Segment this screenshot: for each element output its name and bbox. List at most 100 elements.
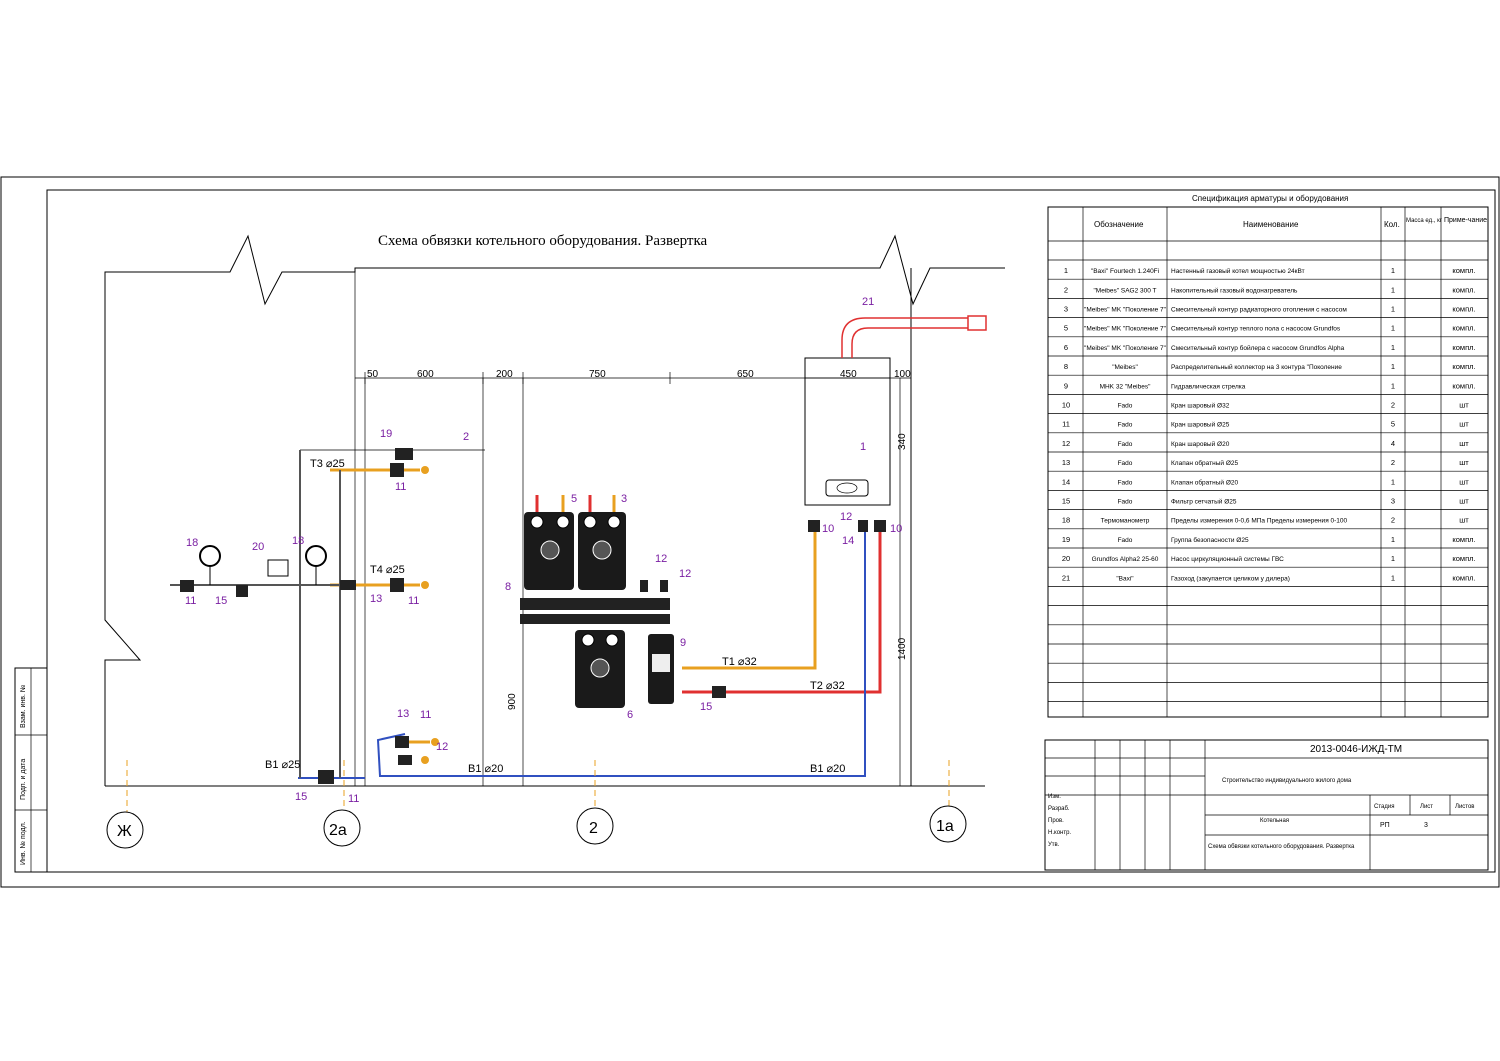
- spec-cell-qty: 1: [1391, 266, 1395, 275]
- dim-600: 600: [417, 369, 434, 380]
- dim-50: 50: [367, 369, 379, 380]
- callout-labels: 1 2 3 5 6 8 9 10 10 11 11 11 11 11 12 12…: [185, 296, 902, 805]
- label-t2: T2 ⌀32: [810, 680, 845, 692]
- spec-cell-name: Фильтр сетчатый Ø25: [1171, 497, 1237, 505]
- spec-cell-name: Настенный газовый котел мощностью 24кВт: [1171, 267, 1305, 275]
- spec-cell-n: 20: [1062, 554, 1070, 563]
- axis-2: 2: [589, 820, 598, 837]
- spec-cell-code: MHK 32 "Meibes": [1100, 383, 1152, 390]
- spec-cell-n: 9: [1064, 381, 1068, 390]
- spec-cell-n: 6: [1064, 343, 1068, 352]
- callout-1: 1: [860, 441, 866, 453]
- label-t1: T1 ⌀32: [722, 656, 757, 668]
- spec-cell-code: "Meibes" MK "Поколение 7": [1084, 326, 1167, 333]
- spec-cell-name: Газоход (закупается целиком у дилера): [1171, 575, 1290, 582]
- spec-cell-n: 14: [1062, 477, 1070, 486]
- spec-cell-qty: 1: [1391, 477, 1395, 486]
- side-label-3: Инв. № подл.: [20, 821, 27, 865]
- label-b1-20a: B1 ⌀20: [468, 763, 503, 775]
- callout-12d: 12: [436, 741, 448, 753]
- spec-cell-note: компл.: [1452, 266, 1475, 275]
- stamp-sheets-label: Листов: [1455, 804, 1475, 810]
- callout-11c: 11: [185, 595, 196, 607]
- side-label-2: Подп. и дата: [20, 759, 27, 800]
- stamp-object: Строительство индивидуального жилого дом…: [1222, 778, 1352, 784]
- spec-cell-name: Клапан обратный Ø25: [1171, 459, 1238, 467]
- mixing-module-3: [578, 495, 626, 590]
- collector: [520, 598, 670, 624]
- callout-8: 8: [505, 581, 511, 593]
- spec-cell-n: 12: [1062, 439, 1070, 448]
- spec-cell-code: "Meibes": [1112, 364, 1138, 371]
- stamp-role-4: Н.контр.: [1048, 830, 1071, 836]
- spec-h-code: Обозначение: [1094, 220, 1144, 229]
- spec-cell-note: компл.: [1452, 343, 1475, 352]
- mixing-module-5: [524, 495, 574, 590]
- stamp-sheet-title: Схема обвязки котельного оборудования. Р…: [1208, 844, 1355, 850]
- stamp-section: Котельная: [1260, 818, 1289, 824]
- callout-11e: 11: [348, 793, 359, 805]
- label-t3: T3 ⌀25: [310, 458, 345, 470]
- spec-cell-n: 11: [1062, 420, 1070, 429]
- spec-h-name: Наименование: [1243, 220, 1299, 229]
- spec-cell-n: 2: [1064, 285, 1068, 294]
- hydraulic-separator: [648, 634, 674, 704]
- callout-5: 5: [571, 493, 577, 505]
- callout-15c: 15: [295, 791, 307, 803]
- spec-cell-code: Fado: [1118, 537, 1133, 544]
- spec-cell-name: Пределы измерения 0-0,6 МПа Пределы изме…: [1171, 518, 1348, 525]
- spec-cell-note: шт: [1459, 516, 1469, 525]
- spec-cell-qty: 3: [1391, 496, 1395, 505]
- outer-frame: [0, 176, 1500, 888]
- callout-2: 2: [463, 431, 469, 443]
- spec-cell-note: компл.: [1452, 362, 1475, 371]
- side-label-1: Взам. инв. №: [20, 685, 27, 728]
- valves: [180, 448, 886, 784]
- spec-cell-qty: 1: [1391, 362, 1395, 371]
- spec-cell-note: компл.: [1452, 381, 1475, 390]
- callout-11a: 11: [395, 481, 406, 493]
- spec-cell-name: Смесительный контур теплого пола с насос…: [1171, 325, 1341, 333]
- gauges: [199, 545, 327, 585]
- callout-12a: 12: [655, 553, 667, 565]
- spec-cell-note: шт: [1459, 458, 1469, 467]
- callout-12c: 12: [840, 511, 852, 523]
- drawing-title: Схема обвязки котельного оборудования. Р…: [378, 233, 708, 249]
- spec-caption: Спецификация арматуры и оборудования: [1192, 194, 1348, 203]
- return-pipes: [682, 520, 882, 694]
- spec-cell-note: шт: [1459, 496, 1469, 505]
- axis-2a: 2а: [329, 822, 347, 839]
- dim-450: 450: [840, 369, 857, 380]
- spec-cell-note: шт: [1459, 420, 1469, 429]
- spec-cell-n: 15: [1062, 496, 1070, 505]
- callout-15a: 15: [215, 595, 227, 607]
- spec-cell-code: Fado: [1118, 498, 1133, 505]
- spec-h-mass: Масса ед., кг: [1406, 218, 1443, 224]
- stamp-role-3: Пров.: [1048, 818, 1064, 824]
- title-block: 2013-0046-ИЖД-ТМ Строительство индивидуа…: [1044, 739, 1489, 871]
- spec-cell-name: Кран шаровый Ø32: [1171, 401, 1230, 409]
- spec-cell-n: 19: [1062, 535, 1070, 544]
- spec-cell-n: 1: [1064, 266, 1068, 275]
- spec-cell-code: Fado: [1118, 402, 1133, 409]
- callout-11d: 11: [420, 709, 431, 721]
- spec-cell-n: 5: [1064, 324, 1068, 333]
- spec-cell-qty: 1: [1391, 573, 1395, 582]
- callout-10a: 10: [822, 523, 834, 535]
- callout-15b: 15: [700, 701, 712, 713]
- stamp-stage-label: Стадия: [1374, 804, 1394, 810]
- spec-cell-note: шт: [1459, 477, 1469, 486]
- spec-cell-code: "Meibes" MK "Поколение 7": [1084, 345, 1167, 352]
- spec-cell-code: "Meibes" MK "Поколение 7": [1084, 306, 1167, 313]
- callout-13b: 13: [397, 708, 409, 720]
- spec-cell-name: Распределительный коллектор на 3 контура…: [1171, 363, 1342, 371]
- callout-9: 9: [680, 637, 686, 649]
- axis-Zh: Ж: [117, 823, 132, 840]
- dim-750: 750: [589, 369, 606, 380]
- spec-cell-code: Fado: [1118, 422, 1133, 429]
- stamp-code: 2013-0046-ИЖД-ТМ: [1310, 744, 1402, 755]
- spec-cell-code: Fado: [1118, 460, 1133, 467]
- spec-cell-code: Fado: [1118, 441, 1133, 448]
- spec-cell-qty: 2: [1391, 516, 1395, 525]
